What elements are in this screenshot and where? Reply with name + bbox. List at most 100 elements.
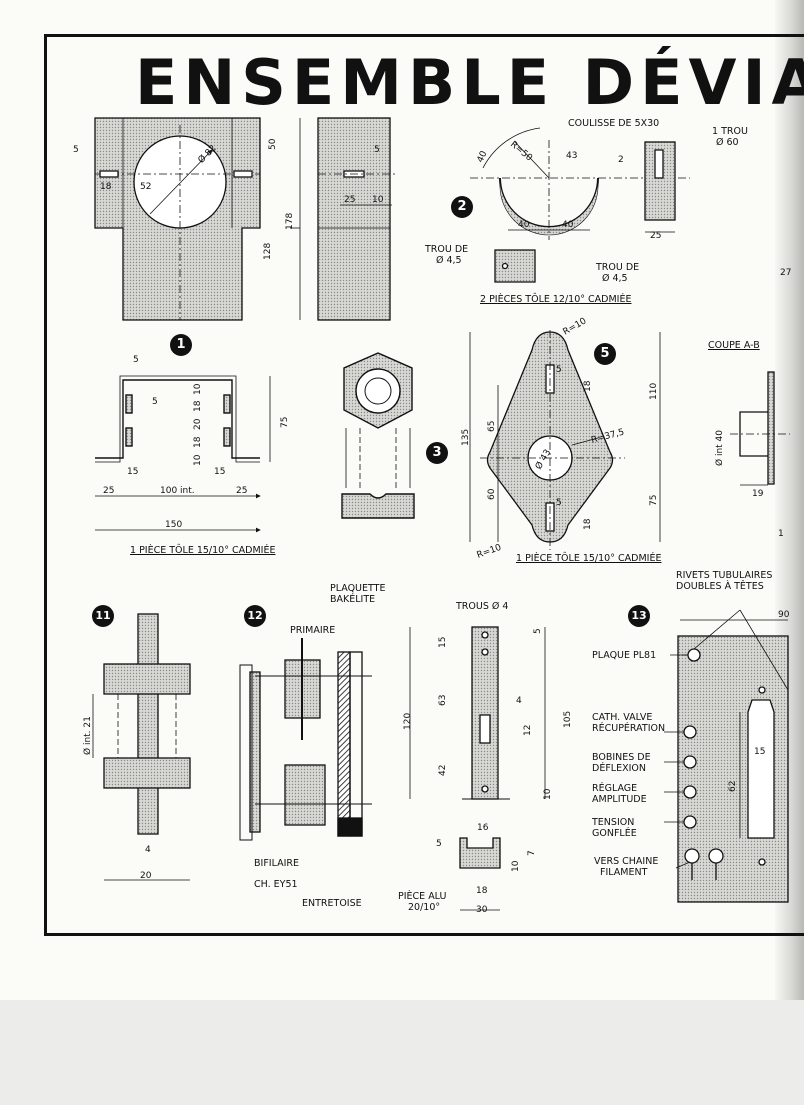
dim-25-c: 25 [103,486,114,496]
label-trou-right-b: Ø 4,5 [602,273,628,284]
dim-10-c: 10 [193,454,203,466]
dim-5-c: 5 [133,355,139,365]
coupe-dims: Ø int 40 19 1 [714,430,784,539]
label-trou-60-a: 1 TROU [712,126,748,137]
badge-part-11: 11 [92,605,114,627]
dim-120: 120 [403,713,413,730]
label-trou-right-a: TROU DE [596,262,640,273]
dim-10-d: 10 [543,788,553,800]
part3-nut-drawing [341,352,415,519]
dim-18-b: 18 [193,400,203,412]
dim-5-f: 5 [556,498,562,508]
dim-18-c: 18 [193,436,203,448]
dim-int-21: Ø int. 21 [82,716,93,755]
caption-coupe-ab: COUPE A-B [708,340,760,351]
dim-4-a: 4 [145,845,151,855]
label-plaque-pl81: PLAQUE PL81 [592,650,657,661]
dim-50: 50 [268,138,278,150]
dim-10: 10 [372,195,384,205]
badge-part-13: 13 [628,605,650,627]
part2-drawing [470,127,690,283]
dim-18: 18 [100,182,112,192]
label-plaquette-a: PLAQUETTE [330,583,386,594]
part1-bracket-drawing [95,375,271,533]
label-trou-left-b: Ø 4,5 [436,255,462,266]
caption-part5: 1 PIÈCE TÔLE 15/10° CADMIÉE [516,553,662,564]
page-title: ENSEMBLE DÉVIATIO [135,46,804,119]
label-bifilaire: BIFILAIRE [254,858,299,869]
dim-178: 178 [285,213,295,230]
part1-bracket-dims: 5 5 10 18 20 18 10 75 15 15 25 100 int. … [103,355,290,530]
technical-drawings: 5 18 52 Ø 82 50 178 128 5 25 10 [73,117,791,915]
dim-105: 105 [563,711,573,728]
dim-16: 16 [477,823,489,833]
badge-part-3: 3 [426,442,448,464]
dim-65: 65 [487,421,497,432]
label-rivets-a: RIVETS TUBULAIRES [676,570,773,581]
part13-panel-drawing [677,609,789,903]
dim-30: 30 [476,905,488,915]
caption-part2: 2 PIÈCES TÔLE 12/10° CADMIÉE [480,294,632,305]
caption-part1: 1 PIÈCE TÔLE 15/10° CADMIÉE [130,545,276,556]
label-reglage-b: AMPLITUDE [592,794,647,805]
label-piece-alu-b: 20/10° [408,902,441,913]
dim-r10-b: R=10 [476,543,503,561]
dim-r50: R=50 [508,140,534,164]
dim-40-b: 40 [518,220,530,230]
dim-r10-a: R=10 [562,316,589,337]
dim-75-b: 75 [649,495,659,506]
badge-part-12: 12 [244,605,266,627]
dim-25-b: 25 [650,231,661,241]
label-entretoise: ENTRETOISE [302,898,362,909]
dim-20: 20 [193,418,203,430]
dim-63: 63 [438,695,448,706]
dim-5-e: 5 [556,365,562,375]
dim-128: 128 [263,243,273,260]
dim-18-d: 18 [583,380,593,392]
dim-10-e: 10 [511,860,521,872]
badge-part-5: 5 [594,343,616,365]
dim-40-a: 40 [476,149,490,164]
dim-4-b: 4 [516,696,522,706]
dim-10-b: 10 [193,383,203,395]
drawing-frame [44,34,804,936]
dim-52: 52 [140,182,151,192]
part13-dims: 90 15 62 [728,610,790,792]
dim-90: 90 [778,610,790,620]
dim-135: 135 [461,429,471,446]
page-bottom-margin [0,1000,804,1105]
dim-12: 12 [523,725,533,736]
dim-42: 42 [438,765,448,776]
label-piece-alu-a: PIÈCE ALU [398,891,447,902]
dim-5-h: 5 [436,839,442,849]
dim-20-b: 20 [140,871,152,881]
dim-150: 150 [165,520,182,530]
part1-front-view [94,117,301,321]
dim-5-left: 5 [73,145,79,155]
dim-18-e: 18 [583,518,593,530]
part11-drawing [92,613,191,881]
label-plaquette-b: BAKÉLITE [330,594,376,605]
dim-5-right: 5 [374,145,380,155]
dim-15-c: 15 [438,637,448,648]
badge-part-1: 1 [170,334,192,356]
dim-15-a: 15 [127,467,138,477]
label-vers-a: VERS CHAINE [594,856,659,867]
dim-110: 110 [649,383,659,400]
dim-25-d: 25 [236,486,247,496]
label-cath-b: RÉCUPÉRATION [592,723,666,734]
dim-40-c: 40 [562,220,574,230]
dim-5-d: 5 [152,397,158,407]
dim-100-int: 100 int. [160,486,195,496]
part1-side-view [317,117,395,321]
label-cath-a: CATH. VALVE [592,712,653,723]
badge-part-2: 2 [451,196,473,218]
rail-drawing [409,626,546,911]
label-tension-a: TENSION [592,817,635,828]
part11-dims: Ø int. 21 4 20 [82,716,152,881]
dim-7: 7 [527,850,537,856]
dim-43: 43 [566,151,577,161]
dim-18-f: 18 [476,886,488,896]
label-coulisse: COULISSE DE 5X30 [568,118,660,129]
